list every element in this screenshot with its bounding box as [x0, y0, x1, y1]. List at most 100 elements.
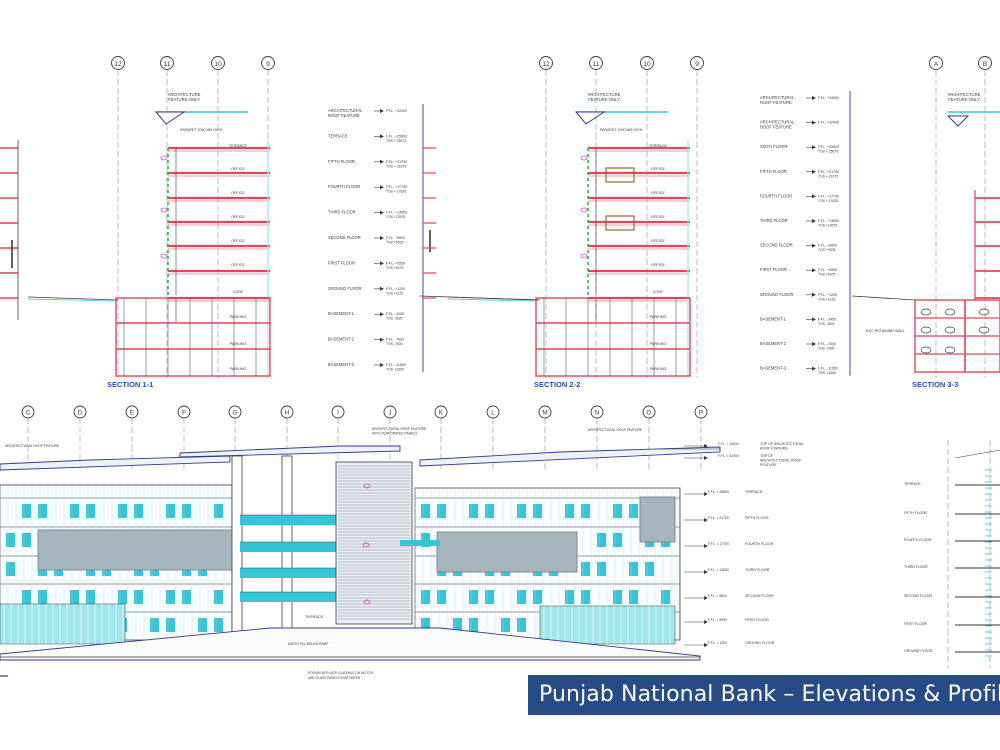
car-icon — [978, 326, 990, 334]
window-panel — [38, 590, 47, 604]
grid-bubble-label: F — [182, 410, 186, 417]
level-value: F.FL. +32000 — [818, 121, 839, 125]
level-value: F.FL. +9600 — [818, 244, 837, 248]
grid-bubble-11 — [160, 56, 174, 70]
retaining-note: RCC RETAINING WALL — [866, 329, 905, 333]
room-label: OFFICE — [231, 167, 245, 171]
window-panel — [613, 504, 622, 518]
tag-mark — [580, 207, 588, 213]
room-label: PARKING — [650, 342, 667, 346]
level-marker — [380, 185, 384, 190]
level-value: F.FL. +13650 — [386, 211, 407, 215]
level-name: FOURTH FLOOR — [904, 538, 932, 542]
grid-bubble-label: 9 — [266, 61, 270, 68]
car-icon — [920, 308, 932, 316]
bridge-deck — [240, 542, 336, 552]
level-value: F.FL. +5550 — [386, 261, 405, 265]
level-marker — [704, 492, 708, 496]
level-marker — [812, 342, 816, 346]
level-value: F.FL. = 17700 — [708, 542, 729, 546]
grid-bubble-label: 12 — [542, 61, 550, 68]
level-value: F.FL. -11650 — [386, 363, 406, 367]
grid-bubble-A — [929, 56, 943, 70]
level-tos: TOS + 17625 — [386, 190, 406, 194]
basement-outline — [115, 297, 271, 377]
level-marker — [704, 544, 708, 548]
tag-mark — [363, 483, 371, 489]
level-marker — [812, 366, 816, 371]
level-tos: TOS +5475 — [386, 266, 403, 270]
level-name: TERRACE — [328, 133, 348, 138]
level-tos: TOS -3525 — [818, 322, 835, 326]
ground-line-cyan — [27, 298, 115, 302]
level-marker — [812, 120, 816, 125]
level-name: FEATURE — [760, 463, 777, 467]
car-icon — [920, 326, 932, 334]
window-panel — [86, 504, 95, 518]
tag-mark — [160, 253, 168, 259]
grid-bubble-12 — [111, 56, 125, 70]
level-marker — [812, 145, 816, 150]
room-label: OFFICE — [651, 191, 665, 195]
level-name: ARCHITECTURAL ROOF — [760, 459, 802, 463]
level-tos: TOS -3525 — [386, 317, 403, 321]
level-tos: TOS -7600 — [386, 342, 403, 346]
room-label: OFFICE — [231, 263, 245, 267]
level-name: GROUND FLOOR — [745, 641, 775, 645]
level-name: FOURTH FLOOR — [745, 542, 774, 546]
grid-bubble-label: 10 — [643, 61, 651, 68]
level-marker — [704, 643, 708, 647]
bridge-deck — [240, 592, 336, 602]
level-value: F.FL. +9600 — [386, 236, 405, 240]
window-panel — [629, 562, 638, 576]
level-tos: TOS -7600 — [818, 347, 835, 351]
car-icon — [944, 308, 956, 316]
level-marker — [704, 444, 708, 448]
level-tos: TOS +13575 — [818, 224, 837, 228]
window-panel — [214, 590, 223, 604]
grid-bubble-label: E — [130, 410, 134, 417]
window-panel — [629, 504, 638, 518]
level-marker — [704, 596, 708, 600]
level-tos: TOS + 25675 — [818, 150, 838, 154]
level-name: ROOF FEATURE — [760, 100, 792, 105]
level-name: FIRST FLOOR — [745, 618, 769, 622]
level-value: F.FL. = 9600 — [708, 594, 727, 598]
window-panel — [613, 533, 622, 547]
level-name: BASEMENT-1 — [760, 316, 787, 321]
window-panel — [581, 562, 590, 576]
tag-mark — [580, 155, 588, 161]
grid-bubble-label: M — [542, 410, 547, 417]
window-panel — [469, 590, 478, 604]
room-label: TERRACE — [229, 144, 248, 148]
window-panel — [501, 618, 510, 632]
window-panel — [134, 504, 143, 518]
grid-bubble-label: 11 — [592, 61, 599, 68]
window-panel — [597, 562, 606, 576]
level-name: BASEMENT-2 — [760, 341, 787, 346]
window-panel — [182, 504, 191, 518]
level-name: THIRD FLOOR — [760, 218, 788, 223]
level-marker — [812, 317, 816, 322]
level-tos: TOS + 25675 — [386, 139, 406, 143]
tag-mark — [160, 155, 168, 161]
grey-glass-box — [436, 531, 578, 573]
level-name: TERRACE — [745, 490, 763, 494]
window-panel — [485, 504, 494, 518]
level-tos: TOS +1125 — [386, 291, 403, 295]
balcony-outline — [605, 215, 635, 231]
window-panel — [198, 618, 207, 632]
level-name: TOP OF ARCHITECTURAL — [760, 442, 804, 446]
car-icon — [978, 308, 990, 316]
grid-bubble-label: G — [233, 410, 238, 417]
grid-bubble-label: 11 — [163, 61, 170, 68]
podium-glass — [0, 603, 126, 645]
level-name: SECOND FLOOR — [328, 235, 361, 240]
window-panel — [166, 590, 175, 604]
top-note: ARCHITECTURAL ROOF FEATURE — [372, 427, 427, 431]
window-panel — [118, 504, 127, 518]
